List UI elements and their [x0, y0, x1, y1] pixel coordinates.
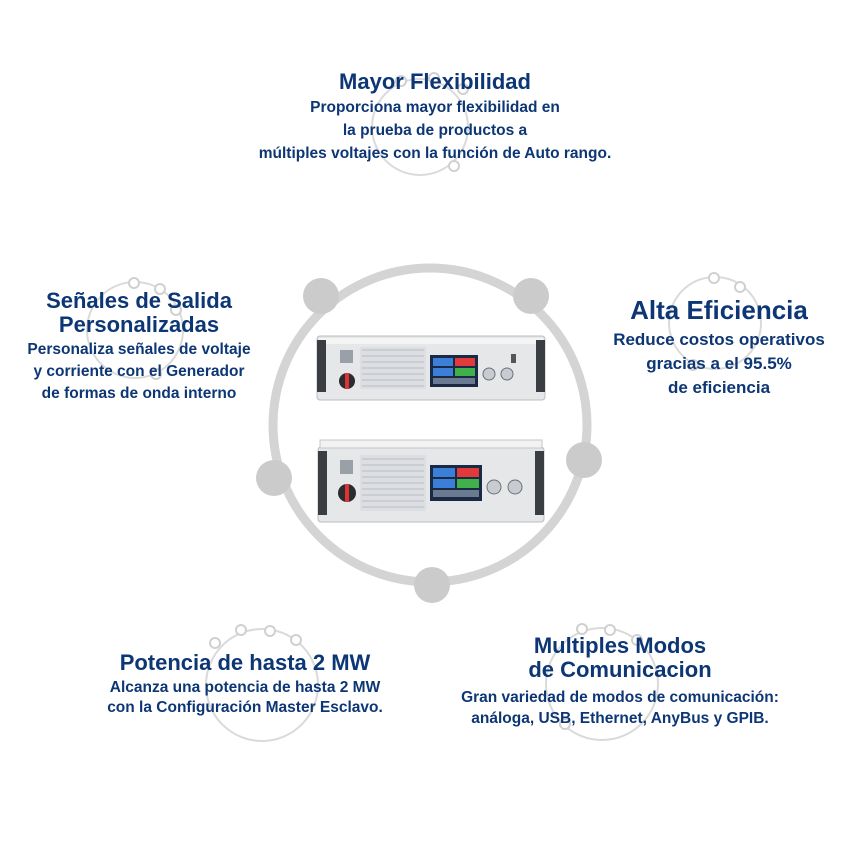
- device-photo: [316, 335, 546, 401]
- feature-title: Señales de Salida Personalizadas: [0, 289, 278, 337]
- feature-title: Mayor Flexibilidad: [225, 70, 645, 94]
- ring-dots: [256, 278, 602, 603]
- feature-title: Multiples Modos de Comunicacion: [420, 634, 820, 682]
- feature-description: Reduce costos operativos gracias a el 95…: [588, 328, 850, 400]
- small-dots: [128, 72, 746, 730]
- title-line: Personalizadas: [58, 312, 220, 337]
- desc-line: Alcanza una potencia de hasta 2 MW: [109, 679, 381, 696]
- desc-line: Reduce costos operativos: [613, 330, 825, 349]
- feature-senales: Señales de Salida Personalizadas Persona…: [0, 289, 278, 405]
- feature-flexibilidad: Mayor Flexibilidad Proporciona mayor fle…: [225, 70, 645, 165]
- title-line: Multiples Modos: [533, 633, 707, 658]
- title-line: Señales de Salida: [46, 288, 232, 313]
- feature-comunicacion: Multiples Modos de Comunicacion Gran var…: [420, 634, 820, 729]
- feature-description: Gran variedad de modos de comunicación: …: [420, 687, 820, 729]
- feature-description: Proporciona mayor flexibilidad en la pru…: [225, 96, 645, 165]
- desc-line: gracias a el 95.5%: [646, 354, 792, 373]
- device-photo-2: [317, 439, 545, 523]
- desc-line: de eficiencia: [667, 378, 771, 397]
- desc-line: con la Configuración Master Esclavo.: [107, 699, 383, 716]
- desc-line: análoga, USB, Ethernet, AnyBus y GPIB.: [471, 710, 769, 727]
- title-line: Alta Eficiencia: [630, 295, 808, 325]
- desc-line: y corriente con el Generador: [33, 363, 245, 380]
- title-line: de Comunicacion: [528, 657, 712, 682]
- desc-line: Personaliza señales de voltaje: [27, 341, 251, 358]
- feature-potencia: Potencia de hasta 2 MW Alcanza una poten…: [75, 651, 415, 718]
- feature-eficiencia: Alta Eficiencia Reduce costos operativos…: [588, 296, 850, 400]
- desc-line: de formas de onda interno: [41, 385, 237, 402]
- feature-title: Alta Eficiencia: [588, 296, 850, 324]
- title-line: Mayor Flexibilidad: [339, 69, 531, 94]
- main-ring: [268, 263, 592, 587]
- feature-title: Potencia de hasta 2 MW: [75, 651, 415, 675]
- feature-description: Personaliza señales de voltaje y corrien…: [0, 339, 278, 405]
- feature-description: Alcanza una potencia de hasta 2 MW con l…: [75, 678, 415, 718]
- title-line: Potencia de hasta 2 MW: [119, 650, 371, 675]
- desc-line: Gran variedad de modos de comunicación:: [461, 689, 779, 706]
- desc-line: Proporciona mayor flexibilidad en: [310, 99, 560, 116]
- desc-line: la prueba de productos a: [342, 122, 528, 139]
- desc-line: múltiples voltajes con la función de Aut…: [258, 145, 612, 162]
